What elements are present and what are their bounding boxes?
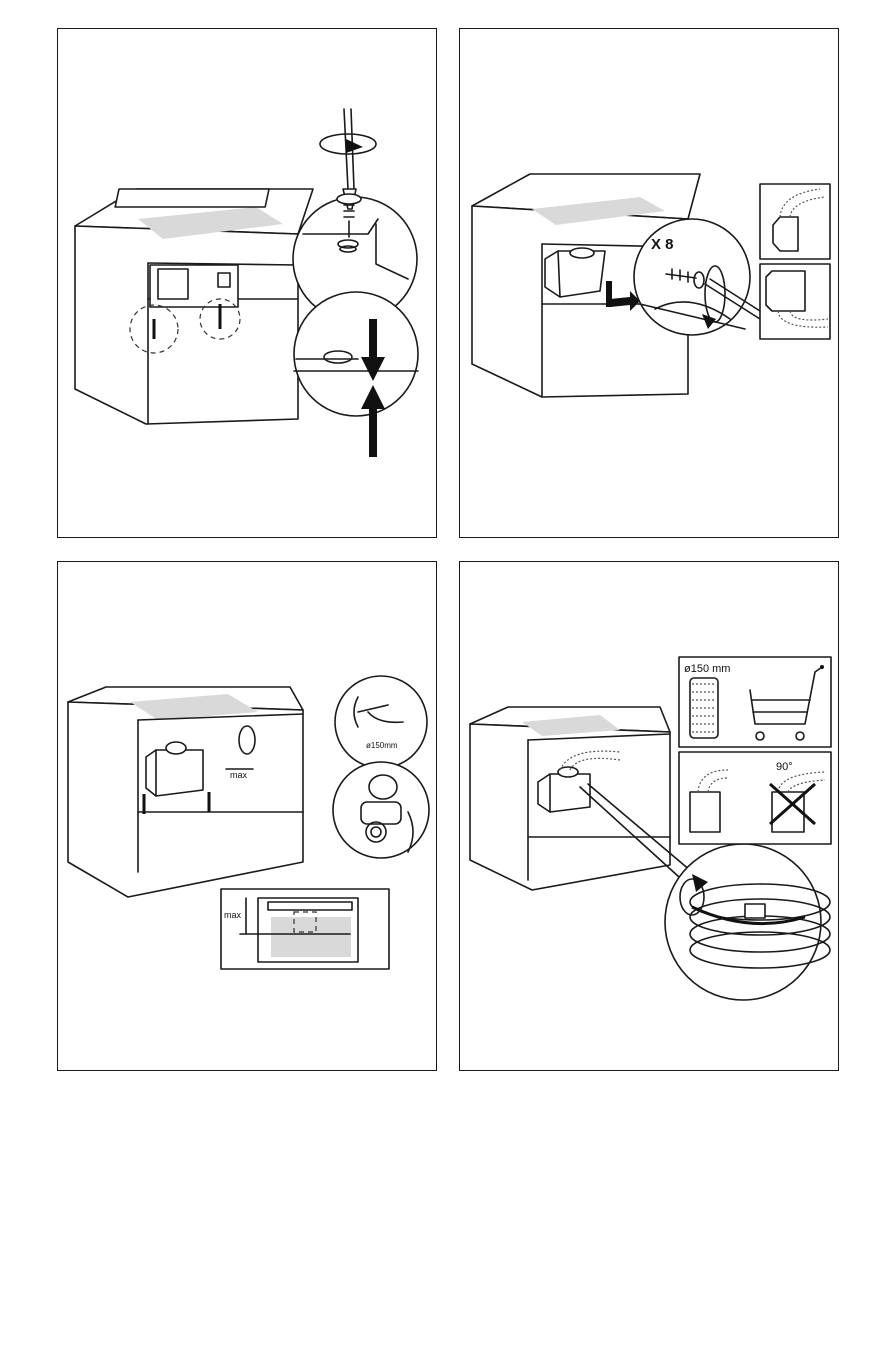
cabinet: [75, 189, 313, 424]
zoom-detail-bracket: [294, 292, 418, 416]
illustration-duct-connection: ø150 mm 90°: [460, 562, 840, 1072]
max-inset-label: max: [224, 910, 242, 920]
illustration-duct-cutout: max ø150mm max: [58, 562, 438, 1072]
illustration-fixing-brackets: [58, 29, 438, 539]
angle-label: 90°: [776, 761, 793, 773]
panel-step-3: max ø150mm max: [57, 561, 437, 1071]
motor-unit: [545, 248, 605, 297]
quantity-label: X 8: [651, 236, 674, 253]
panel-step-4: ø150 mm 90°: [459, 561, 839, 1071]
duct-purchase-inset: ø150 mm: [679, 657, 831, 747]
max-label: max: [230, 770, 248, 780]
zoom-detail-marking: [335, 676, 427, 768]
illustration-motor-fixing: X 8: [460, 29, 840, 539]
duct-orientation-inset: 90°: [679, 752, 831, 844]
duct-diameter-label: ø150 mm: [684, 663, 730, 675]
flexible-duct-icon: [690, 678, 718, 738]
panel-step-2: X 8: [459, 28, 839, 538]
max-position-inset: [221, 889, 389, 969]
duct-orientation-inset-bottom: [760, 264, 830, 339]
zoom-detail-jigsaw: [333, 762, 429, 858]
rotation-arrow-icon: [320, 134, 376, 154]
panel-step-1: [57, 28, 437, 538]
duct-orientation-inset-top: [760, 184, 830, 259]
duct-diameter-label: ø150mm: [366, 741, 398, 750]
